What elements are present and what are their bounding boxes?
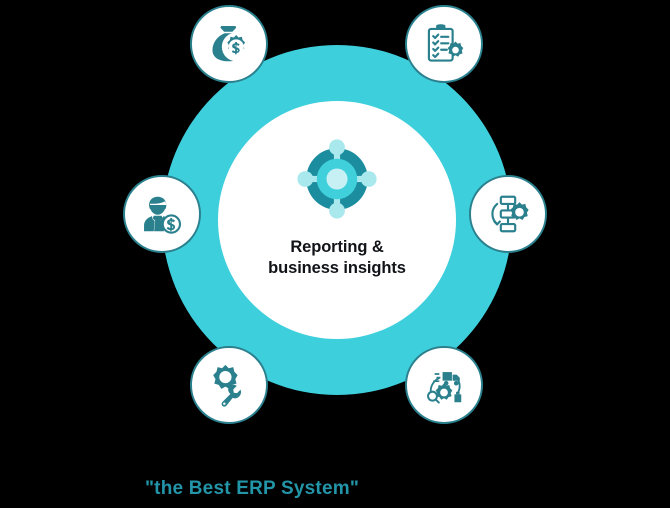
person-dollar-icon (139, 191, 185, 237)
hub-network-icon (293, 135, 381, 223)
money-bag-gear-icon (206, 21, 252, 67)
node-task-checklist-management[interactable] (405, 5, 483, 83)
node-process-automation[interactable] (469, 175, 547, 253)
node-supply-chain-logistics[interactable] (405, 346, 483, 424)
node-sales-and-payroll[interactable] (123, 175, 201, 253)
caption-text: "the Best ERP System" (144, 478, 360, 499)
page-title: Reporting & business insights (268, 238, 406, 278)
node-maintenance-settings[interactable] (190, 346, 268, 424)
truck-gear-search-icon (421, 362, 467, 408)
workflow-gear-icon (485, 191, 531, 237)
gear-wrench-icon (206, 362, 252, 408)
clipboard-checklist-gear-icon (421, 21, 467, 67)
center-core: Reporting & business insights (218, 101, 456, 339)
node-financial-management[interactable] (190, 5, 268, 83)
